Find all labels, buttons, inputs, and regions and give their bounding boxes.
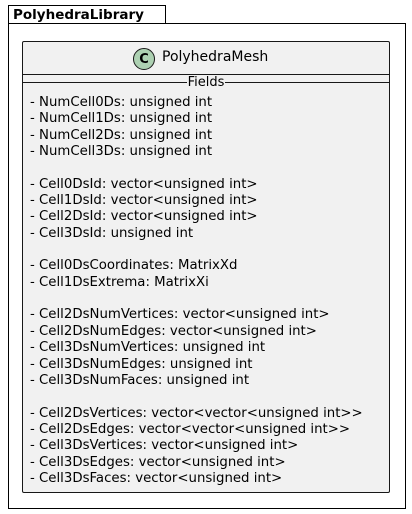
field-row: - Cell0DsId: vector<unsigned int> (30, 176, 258, 192)
field-row: - Cell2DsVertices: vector<vector<unsigne… (30, 405, 363, 421)
field-row: - Cell0DsCoordinates: MatrixXd (30, 258, 238, 274)
field-row: - NumCell3Ds: unsigned int (30, 144, 213, 160)
field-row: - Cell2DsId: vector<unsigned int> (30, 209, 258, 225)
fields-section-label: Fields (186, 75, 226, 90)
field-row: - Cell1DsExtrema: MatrixXi (30, 274, 209, 290)
field-row: - Cell2DsNumEdges: vector<unsigned int> (30, 323, 317, 339)
field-row: - Cell3DsNumFaces: unsigned int (30, 372, 250, 388)
field-group-spacer (30, 160, 385, 176)
field-row: - NumCell2Ds: unsigned int (30, 127, 213, 143)
package-name: PolyhedraLibrary (13, 7, 144, 23)
field-group-spacer (30, 389, 385, 405)
field-row: - Cell3DsVertices: vector<unsigned int> (30, 438, 299, 454)
field-row: - Cell3DsFaces: vector<unsigned int> (30, 470, 283, 486)
field-row: - NumCell1Ds: unsigned int (30, 111, 213, 127)
class-header: C PolyhedraMesh (23, 42, 389, 75)
fields-list: - NumCell0Ds: unsigned int- NumCell1Ds: … (30, 95, 385, 487)
class-name: PolyhedraMesh (162, 49, 269, 65)
field-row: - Cell1DsId: vector<unsigned int> (30, 193, 258, 209)
field-row: - Cell3DsEdges: vector<unsigned int> (30, 454, 286, 470)
field-group-spacer (30, 242, 385, 258)
field-row: - Cell3DsId: unsigned int (30, 225, 194, 241)
field-row: - Cell3DsNumEdges: unsigned int (30, 356, 253, 372)
class-icon: C (133, 48, 155, 70)
field-row: - NumCell0Ds: unsigned int (30, 95, 213, 110)
field-row: - Cell2DsNumVertices: vector<unsigned in… (30, 307, 330, 323)
field-row: - Cell2DsEdges: vector<vector<unsigned i… (30, 421, 351, 437)
field-row: - Cell3DsNumVertices: unsigned int (30, 340, 266, 356)
header-divider (23, 74, 389, 75)
class-box[interactable]: C PolyhedraMesh Fields - NumCell0Ds: uns… (22, 41, 390, 493)
field-group-spacer (30, 291, 385, 307)
package-tab: PolyhedraLibrary (8, 5, 166, 24)
